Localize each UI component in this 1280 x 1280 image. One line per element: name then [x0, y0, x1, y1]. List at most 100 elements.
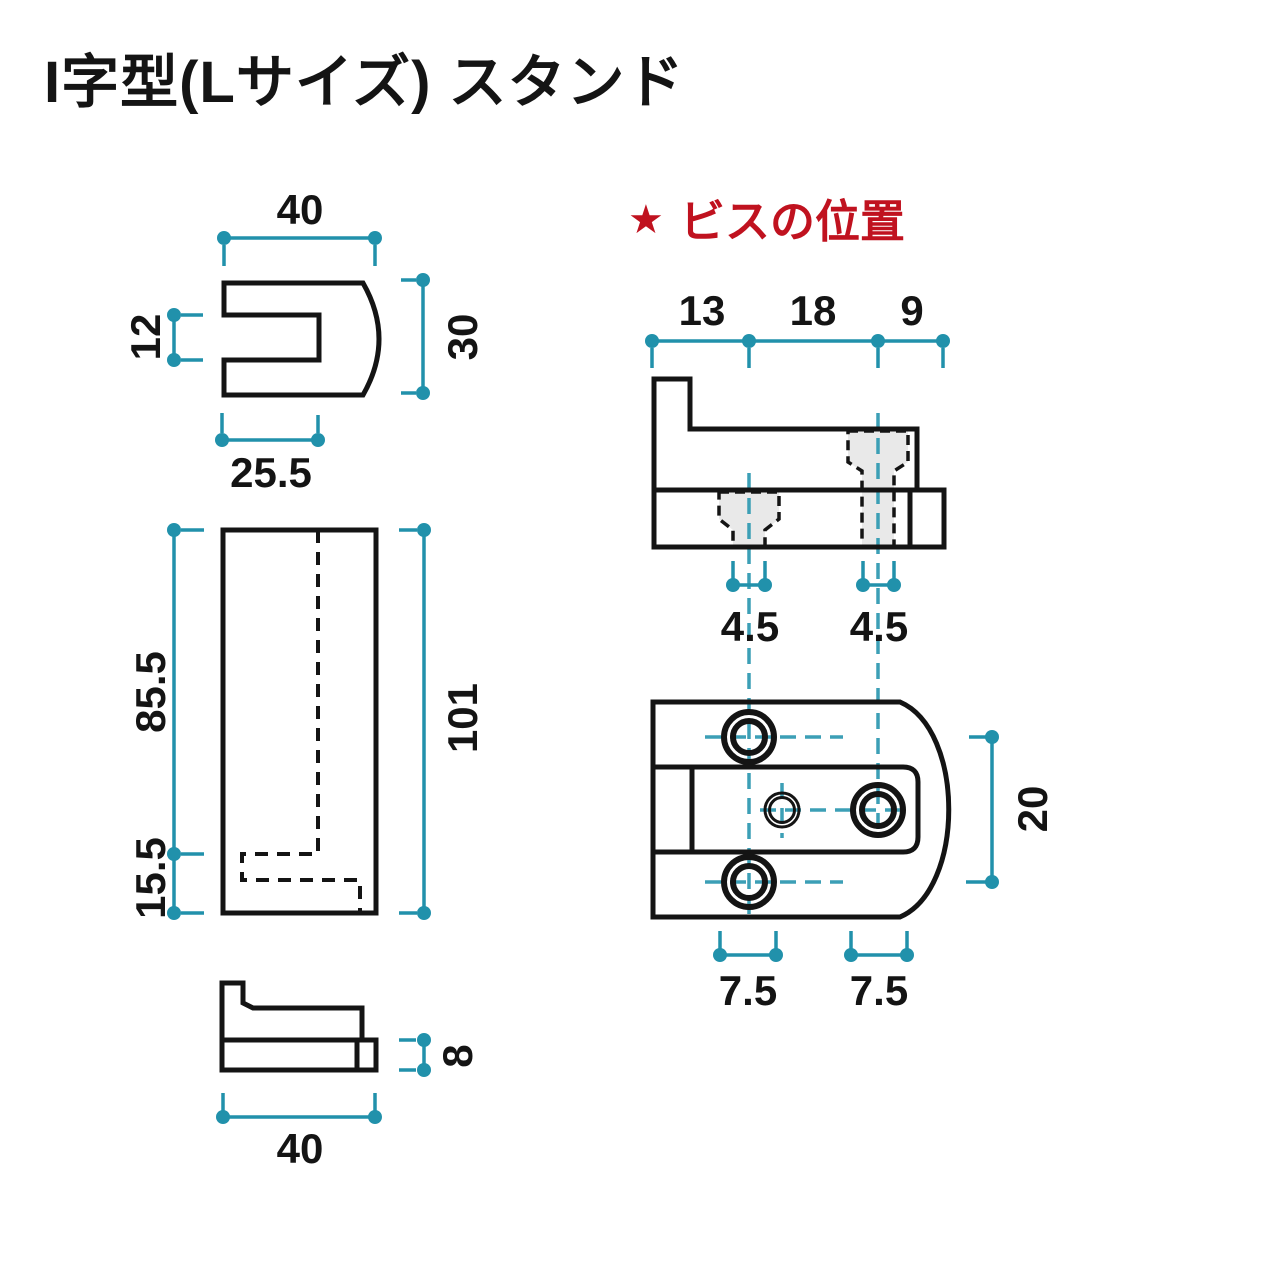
dim-dot	[167, 523, 181, 537]
dim-value: 85.5	[127, 651, 174, 733]
dim-dot	[645, 334, 659, 348]
screw-side-view: 13 18 9 4.5 4.5	[645, 287, 950, 923]
dim-dot	[726, 578, 740, 592]
dim-dot	[713, 948, 727, 962]
side-view: 8 40	[216, 980, 481, 1172]
dim-dot	[417, 906, 431, 920]
dim-top-view-height: 30	[401, 273, 486, 400]
screw-top-view-outline	[650, 699, 952, 920]
dim-dot	[167, 906, 181, 920]
dim-value: 13	[679, 287, 726, 334]
dim-dot	[900, 948, 914, 962]
hole-outer-ring	[763, 791, 801, 829]
dim-dot	[167, 308, 181, 322]
dim-side-view-base: 8	[399, 1033, 481, 1077]
center-pin-hole	[763, 791, 801, 829]
dim-front-view-total: 101	[399, 523, 486, 920]
dim-dot	[416, 386, 430, 400]
dim-value: 12	[122, 314, 169, 361]
dim-side-view-width: 40	[216, 1093, 382, 1172]
dim-value: 40	[277, 186, 324, 233]
dim-line	[172, 528, 204, 915]
dim-dot	[887, 578, 901, 592]
dim-line	[221, 1093, 377, 1119]
dim-dot	[416, 273, 430, 287]
dim-dot	[216, 1110, 230, 1124]
dim-dot	[769, 948, 783, 962]
dim-screw-diameters: 4.5 4.5	[721, 561, 908, 650]
dim-dot	[985, 875, 999, 889]
dim-top-view-slot-depth: 25.5	[215, 413, 325, 496]
hole-inner-ring	[768, 796, 796, 824]
screw-top-view: 20 7.5 7.5	[650, 699, 1056, 1014]
dim-dot	[311, 433, 325, 447]
dim-dot	[417, 523, 431, 537]
dim-line	[220, 413, 320, 442]
side-view-outline	[219, 980, 379, 1073]
page-title: I字型(Lサイズ) スタンド	[44, 50, 685, 115]
dim-dot	[417, 1033, 431, 1047]
dim-top-view-width: 40	[217, 186, 382, 266]
screw-position-label: ビスの位置	[680, 196, 905, 247]
dim-dot	[844, 948, 858, 962]
hole-inner-ring	[859, 791, 897, 829]
hole-outer-ring	[721, 854, 777, 910]
dim-dot	[167, 353, 181, 367]
dim-hole-pitch: 20	[966, 730, 1056, 889]
dim-dot	[167, 847, 181, 861]
dim-dot	[758, 578, 772, 592]
dim-value: 20	[1009, 786, 1056, 833]
dim-value: 9	[900, 287, 923, 334]
dim-value: 40	[277, 1125, 324, 1172]
dim-dot	[742, 334, 756, 348]
front-view: 85.5 15.5 101	[127, 523, 486, 920]
screw-hole-right	[850, 782, 906, 838]
hole-inner-ring	[730, 863, 768, 901]
dim-value: 18	[790, 287, 837, 334]
dim-dot	[215, 433, 229, 447]
dim-value: 15.5	[127, 837, 174, 919]
dim-value: 4.5	[721, 603, 779, 650]
dim-dot	[936, 334, 950, 348]
dim-value: 101	[439, 683, 486, 753]
dim-value: 7.5	[850, 967, 908, 1014]
dim-dot	[368, 1110, 382, 1124]
screw-top-view-slot	[655, 764, 921, 855]
dim-top-view-slot-height: 12	[122, 308, 203, 367]
dim-line	[731, 561, 896, 587]
dim-dot	[368, 231, 382, 245]
top-view: 40 12 30 25.5	[122, 186, 486, 496]
dim-value: 25.5	[230, 449, 312, 496]
front-view-outline	[220, 527, 379, 916]
hole-outer-ring	[721, 709, 777, 765]
dim-line	[222, 236, 377, 266]
dim-line	[718, 931, 909, 957]
dim-line	[172, 313, 203, 362]
dim-line	[401, 278, 425, 395]
dim-dot	[856, 578, 870, 592]
dim-screw-positions: 13 18 9	[645, 287, 950, 368]
screw-hole-top	[721, 709, 777, 765]
screw-position-note: ★ ビスの位置	[628, 196, 905, 247]
hole-inner-ring	[730, 718, 768, 756]
dim-hole-diameters: 7.5 7.5	[713, 931, 914, 1014]
dim-front-view-left: 85.5 15.5	[127, 523, 204, 920]
screw-hole-bottom	[721, 854, 777, 910]
dim-dot	[871, 334, 885, 348]
dim-line	[650, 339, 945, 368]
dim-value: 30	[439, 314, 486, 361]
dim-value: 7.5	[719, 967, 777, 1014]
star-icon: ★	[628, 198, 664, 242]
dim-line	[966, 735, 994, 884]
dim-line	[399, 528, 426, 915]
dim-value: 8	[434, 1044, 481, 1067]
hole-centerlines	[705, 735, 910, 884]
dim-dot	[417, 1063, 431, 1077]
front-view-hidden-slot-line	[240, 530, 362, 912]
top-view-outline	[221, 280, 382, 398]
dim-value: 4.5	[850, 603, 908, 650]
hole-outer-ring	[850, 782, 906, 838]
dim-dot	[985, 730, 999, 744]
